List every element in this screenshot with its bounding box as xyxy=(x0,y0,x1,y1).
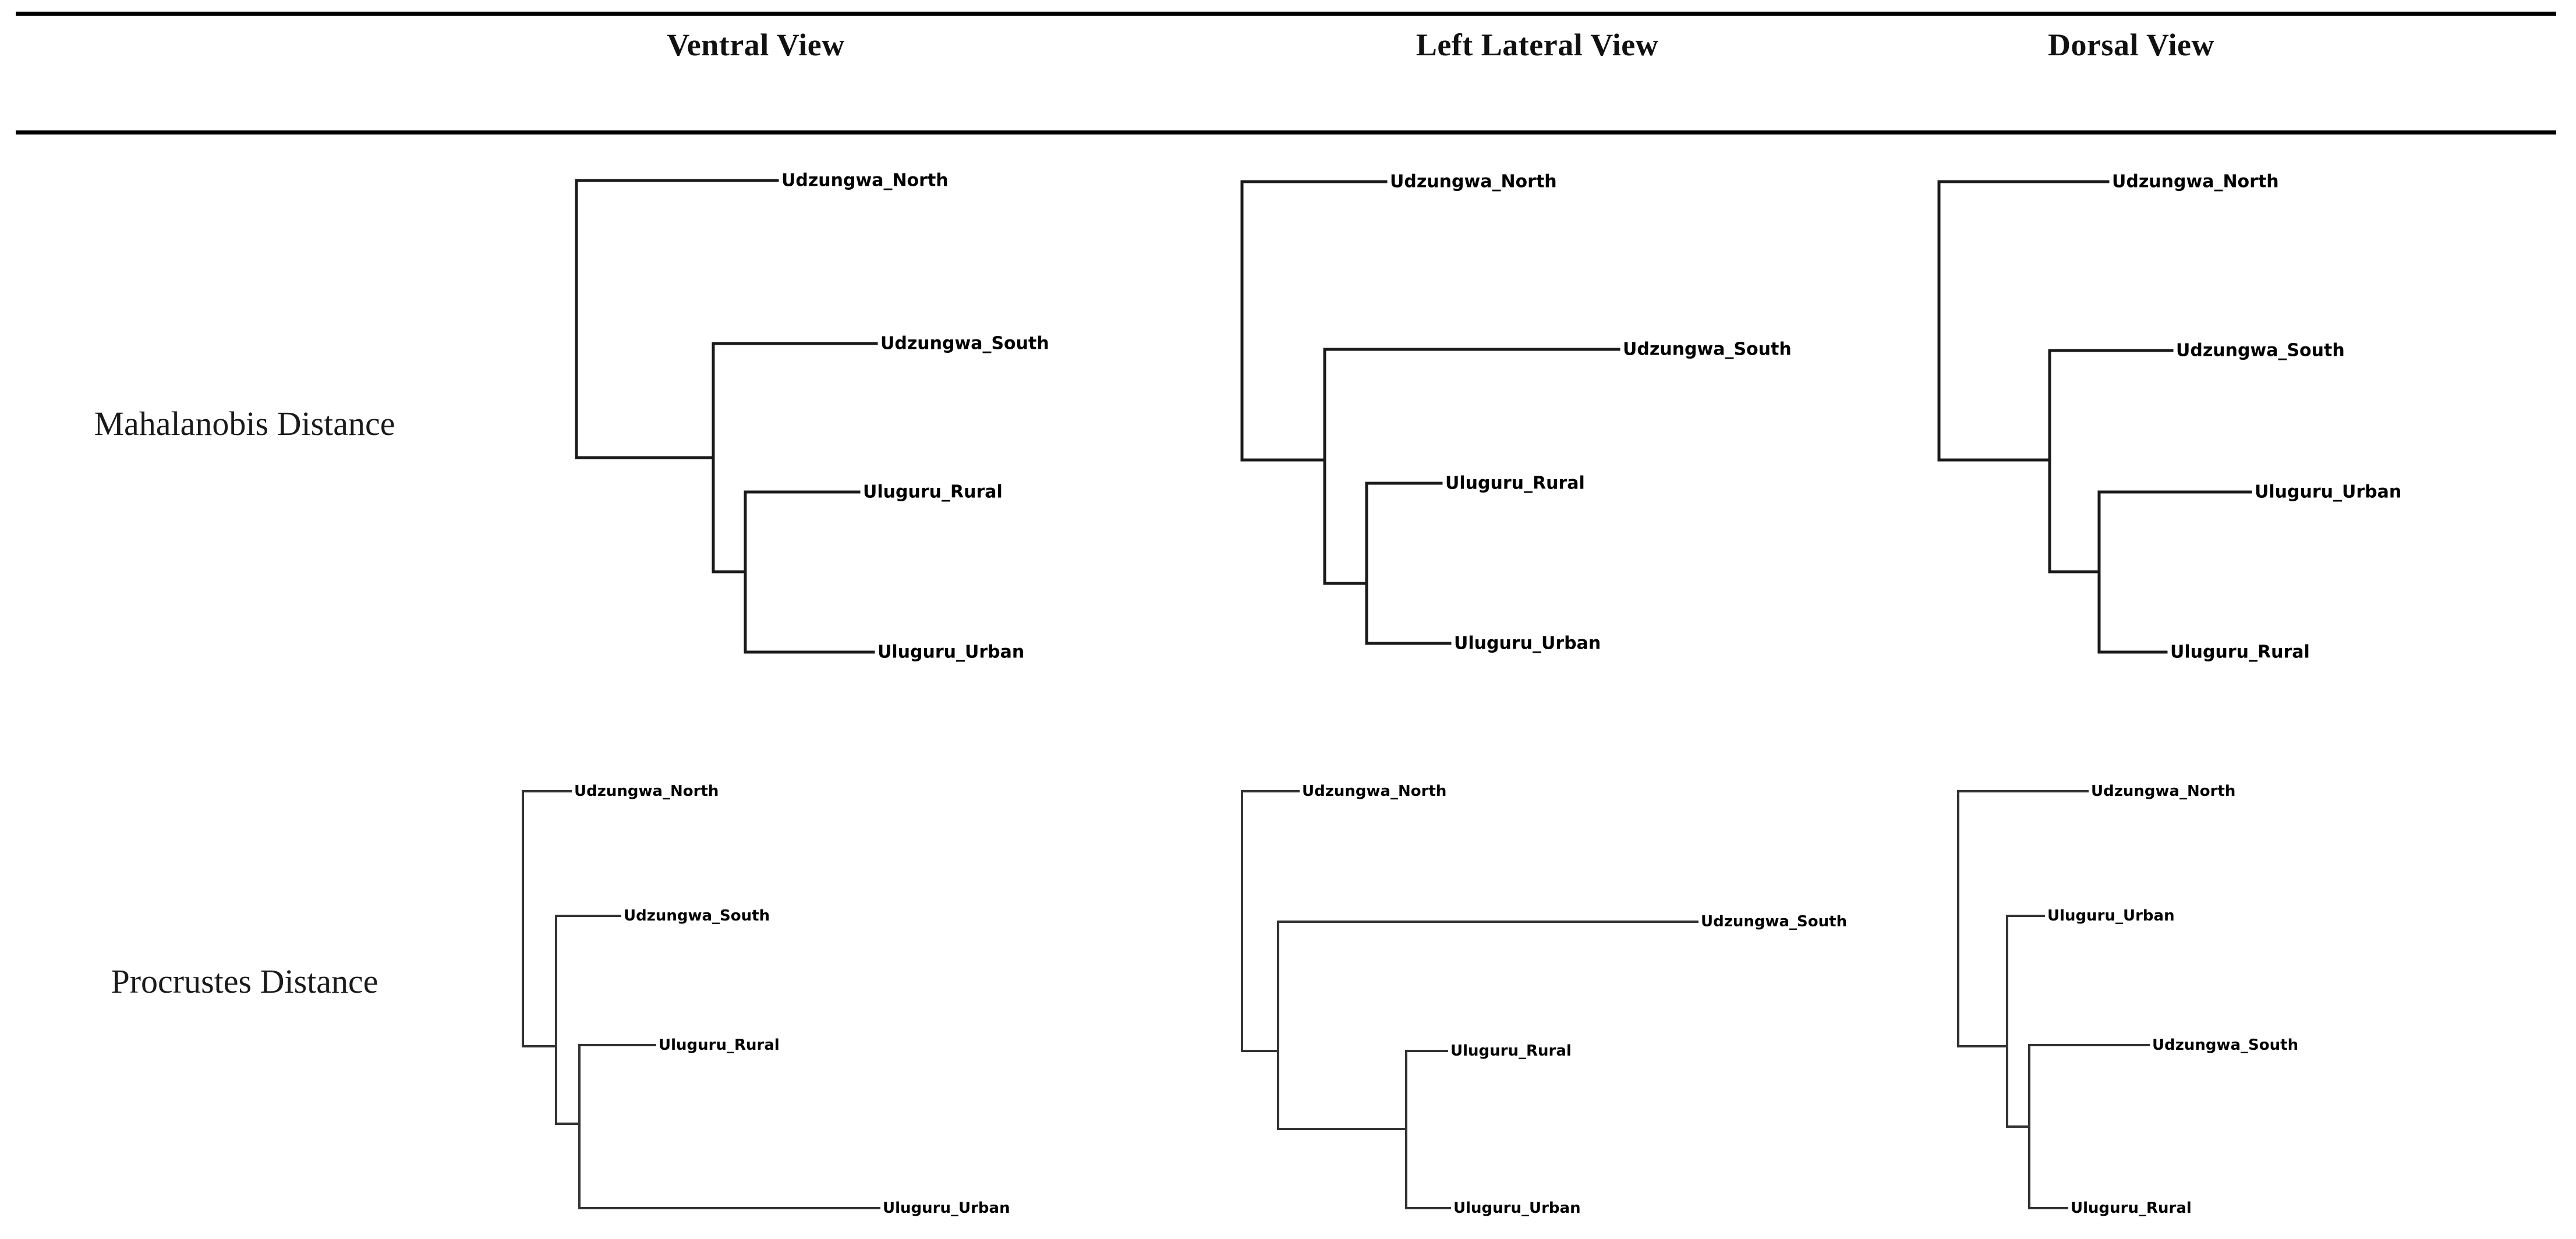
dendrogram-mahalanobis-dorsal: Udzungwa_North Udzungwa_South Uluguru_Ur… xyxy=(1933,169,2401,687)
leaf-label: Udzungwa_South xyxy=(624,907,770,925)
leaf-label: Uluguru_Rural xyxy=(1445,473,1585,494)
top-rule xyxy=(16,12,2556,16)
dendrogram-mahalanobis-ventral: Udzungwa_North Udzungwa_South Uluguru_Ru… xyxy=(571,169,1049,687)
leaf-label: Udzungwa_North xyxy=(781,170,949,191)
leaf-label: Udzungwa_North xyxy=(1302,783,1447,800)
column-header-ventral: Ventral View xyxy=(667,27,845,62)
leaf-label: Udzungwa_North xyxy=(574,783,719,800)
row-label-mahalanobis-distance: Mahalanobis Distance xyxy=(94,405,395,442)
leaf-label: Uluguru_Rural xyxy=(659,1036,780,1054)
leaf-label: Uluguru_Rural xyxy=(2071,1199,2192,1217)
header-separator-rule xyxy=(16,130,2556,134)
leaf-label: Uluguru_Rural xyxy=(2170,642,2310,663)
leaf-label: Uluguru_Urban xyxy=(2047,907,2175,925)
leaf-label: Udzungwa_South xyxy=(1623,339,1792,360)
column-header-left-lateral: Left Lateral View xyxy=(1416,27,1659,62)
column-header-dorsal: Dorsal View xyxy=(2048,27,2214,62)
row-label-procrustes-distance: Procrustes Distance xyxy=(111,962,378,1000)
leaf-label: Udzungwa_South xyxy=(1701,913,1848,930)
leaf-label: Uluguru_Rural xyxy=(863,482,1003,502)
leaf-label: Uluguru_Urban xyxy=(1454,633,1601,654)
leaf-label: Uluguru_Urban xyxy=(883,1199,1010,1217)
leaf-label: Uluguru_Urban xyxy=(2255,482,2402,502)
leaf-label: Udzungwa_South xyxy=(2176,340,2345,361)
leaf-label: Udzungwa_North xyxy=(2112,171,2279,192)
dendrogram-procrustes-ventral: Udzungwa_North Udzungwa_South Uluguru_Ru… xyxy=(518,783,1010,1226)
leaf-label: Uluguru_Urban xyxy=(877,642,1025,663)
leaf-label: Udzungwa_North xyxy=(1390,171,1557,192)
leaf-label: Udzungwa_South xyxy=(880,333,1049,354)
leaf-label: Uluguru_Rural xyxy=(1450,1042,1572,1060)
leaf-label: Uluguru_Urban xyxy=(1453,1199,1581,1217)
leaf-label: Udzungwa_North xyxy=(2091,783,2236,800)
dendrogram-mahalanobis-left-lateral: Udzungwa_North Udzungwa_South Uluguru_Ru… xyxy=(1237,169,1792,687)
leaf-label: Udzungwa_South xyxy=(2152,1036,2299,1054)
dendrogram-procrustes-dorsal: Udzungwa_North Uluguru_Urban Udzungwa_So… xyxy=(1954,783,2408,1226)
dendrogram-procrustes-left-lateral: Udzungwa_North Udzungwa_South Uluguru_Ru… xyxy=(1237,783,1847,1226)
